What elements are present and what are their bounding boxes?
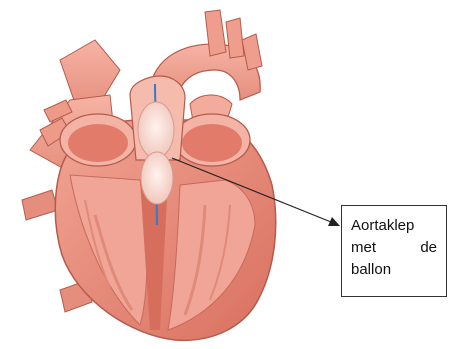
label-line-3: ballon — [351, 259, 438, 281]
label-line-2: met de — [351, 237, 437, 259]
label-word-met: met — [351, 237, 376, 259]
callout-label-box: Aortaklep met de ballon — [341, 205, 447, 297]
label-line-1: Aortaklep — [351, 215, 438, 237]
left-atrium — [60, 114, 136, 166]
balloon-upper — [138, 102, 174, 158]
right-atrium — [174, 114, 250, 166]
label-word-de: de — [420, 237, 437, 259]
balloon-lower — [141, 152, 173, 204]
